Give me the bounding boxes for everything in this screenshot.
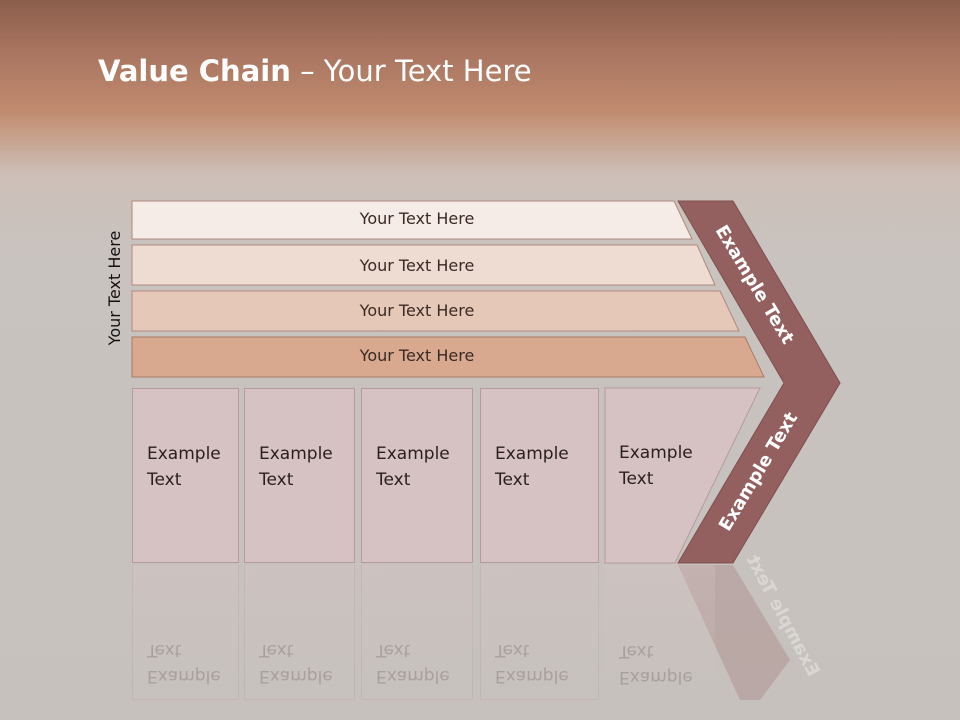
- box-4-line2: Text: [495, 470, 530, 490]
- box-4-line1: Example: [495, 444, 569, 464]
- box-5-shape: [604, 387, 761, 564]
- box-2-reflection: Example Text: [244, 565, 355, 700]
- box-5-reflection-line2: Text: [619, 641, 654, 661]
- box-1-line1: Example: [147, 444, 221, 464]
- box-5-reflection-line1: Example: [619, 667, 693, 687]
- bar-label-4: Your Text Here: [359, 346, 475, 365]
- box-1-reflection-line1: Example: [147, 666, 221, 686]
- box-2-line2: Text: [259, 470, 294, 490]
- box-2-reflection-line2: Text: [259, 640, 294, 660]
- box-5-reflection: Example Text: [605, 565, 715, 700]
- box-3-reflection-line2: Text: [376, 640, 411, 660]
- box-3-line2: Text: [376, 470, 411, 490]
- bar-2-shape: [131, 244, 716, 286]
- bar-1-shape: [131, 200, 693, 240]
- chevron-reflection: [678, 565, 790, 700]
- box-2-line1: Example: [259, 444, 333, 464]
- bar-4-shape: [131, 336, 765, 378]
- title-rest: – Your Text Here: [290, 54, 532, 88]
- bar-label-1: Your Text Here: [359, 209, 475, 228]
- box-4-reflection-line1: Example: [495, 666, 569, 686]
- bar-label-2: Your Text Here: [359, 256, 475, 275]
- box-3-reflection-line1: Example: [376, 666, 450, 686]
- chevron-shape: [677, 200, 841, 564]
- title-bold: Value Chain: [98, 54, 291, 88]
- box-5-line2: Text: [619, 469, 654, 489]
- slide-title: Value Chain – Your Text Here: [98, 54, 532, 88]
- box-3-line1: Example: [376, 444, 450, 464]
- box-2-reflection-line1: Example: [259, 666, 333, 686]
- box-1-line2: Text: [147, 470, 182, 490]
- box-1-reflection: Example Text: [132, 565, 239, 700]
- bar-3-shape: [131, 290, 740, 332]
- box-4-reflection-line2: Text: [495, 640, 530, 660]
- box-4-reflection: Example Text: [480, 565, 599, 700]
- box-1-reflection-line2: Text: [147, 640, 182, 660]
- box-5-line1: Example: [619, 443, 693, 463]
- bar-label-3: Your Text Here: [359, 301, 475, 320]
- box-3-reflection: Example Text: [361, 565, 473, 700]
